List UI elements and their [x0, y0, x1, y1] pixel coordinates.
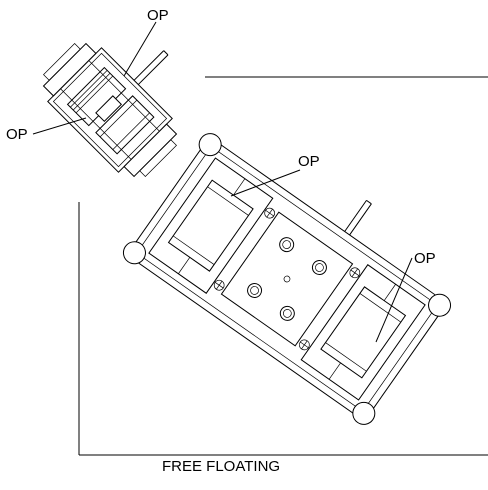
small-fixture: [42, 42, 178, 178]
caption-free-floating: FREE FLOATING: [162, 458, 280, 475]
op-leader-small-left: [32, 117, 87, 135]
op-label-small-top: OP: [147, 7, 169, 24]
op-leader-large-right: [375, 257, 413, 343]
op-label-large-right: OP: [414, 250, 436, 267]
op-label-small-left: OP: [6, 126, 28, 143]
op-label-large-mid: OP: [298, 153, 320, 170]
op-leader-small-top: [123, 21, 157, 77]
op-leader-large-mid: [230, 169, 301, 197]
